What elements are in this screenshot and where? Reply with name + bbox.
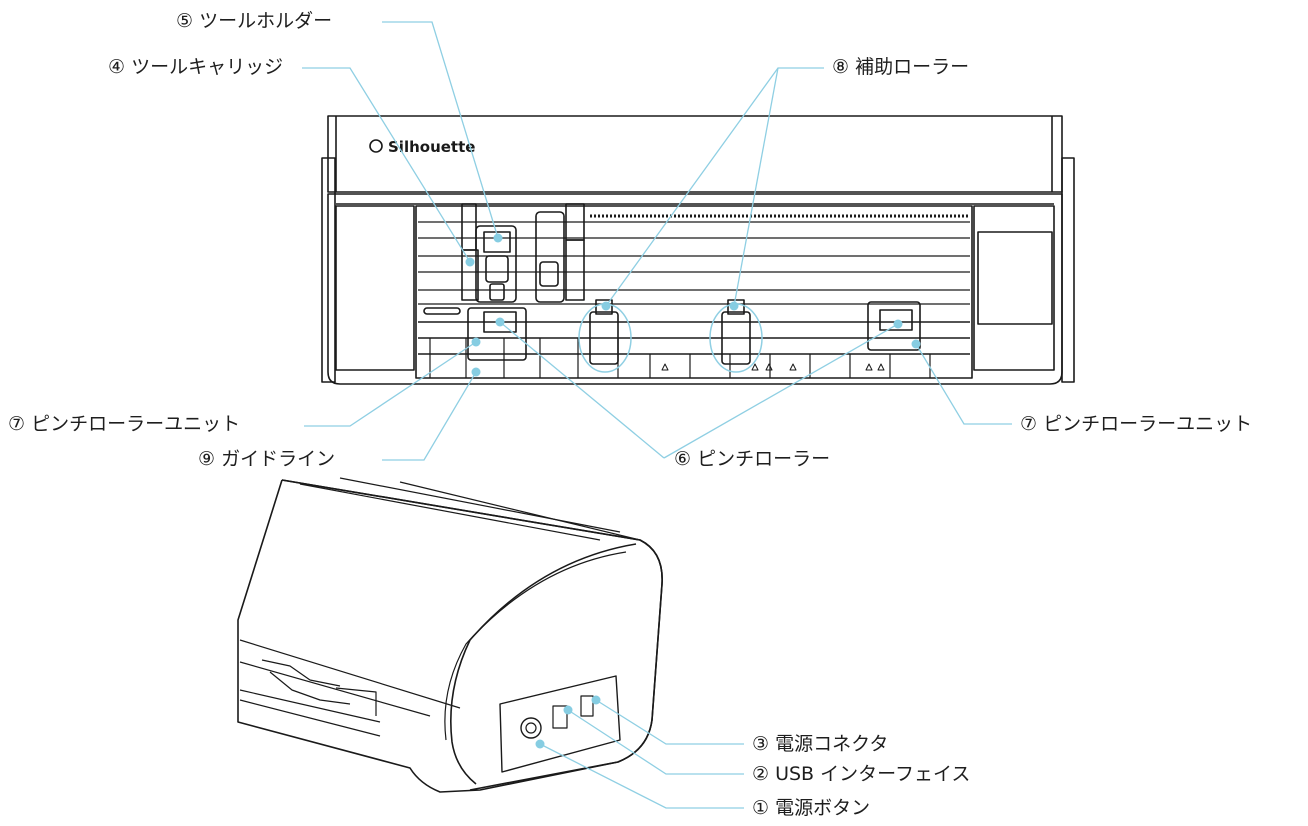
label-usb-interface: ② USB インターフェイス	[752, 763, 971, 785]
silhouette-logo: Silhouette	[369, 138, 475, 156]
label-pinch-roller: ⑥ ピンチローラー	[674, 448, 831, 470]
cutter-front-body	[321, 115, 1075, 385]
leader-dots	[465, 233, 921, 749]
label-power-button: ① 電源ボタン	[752, 797, 871, 819]
label-aux-roller: ⑧ 補助ローラー	[832, 56, 970, 78]
label-power-connector: ③ 電源コネクタ	[752, 733, 889, 755]
label-pinch-unit-right: ⑦ ピンチローラーユニット	[1020, 413, 1253, 435]
label-guide-line: ⑨ ガイドライン	[198, 448, 336, 470]
label-tool-carriage: ④ ツールキャリッジ	[108, 56, 284, 78]
label-tool-holder: ⑤ ツールホルダー	[176, 10, 333, 32]
leader-lines	[302, 21, 1012, 809]
svg-text:Silhouette: Silhouette	[388, 138, 475, 156]
cutter-rear-body	[237, 477, 663, 793]
label-pinch-unit-left: ⑦ ピンチローラーユニット	[8, 413, 241, 435]
